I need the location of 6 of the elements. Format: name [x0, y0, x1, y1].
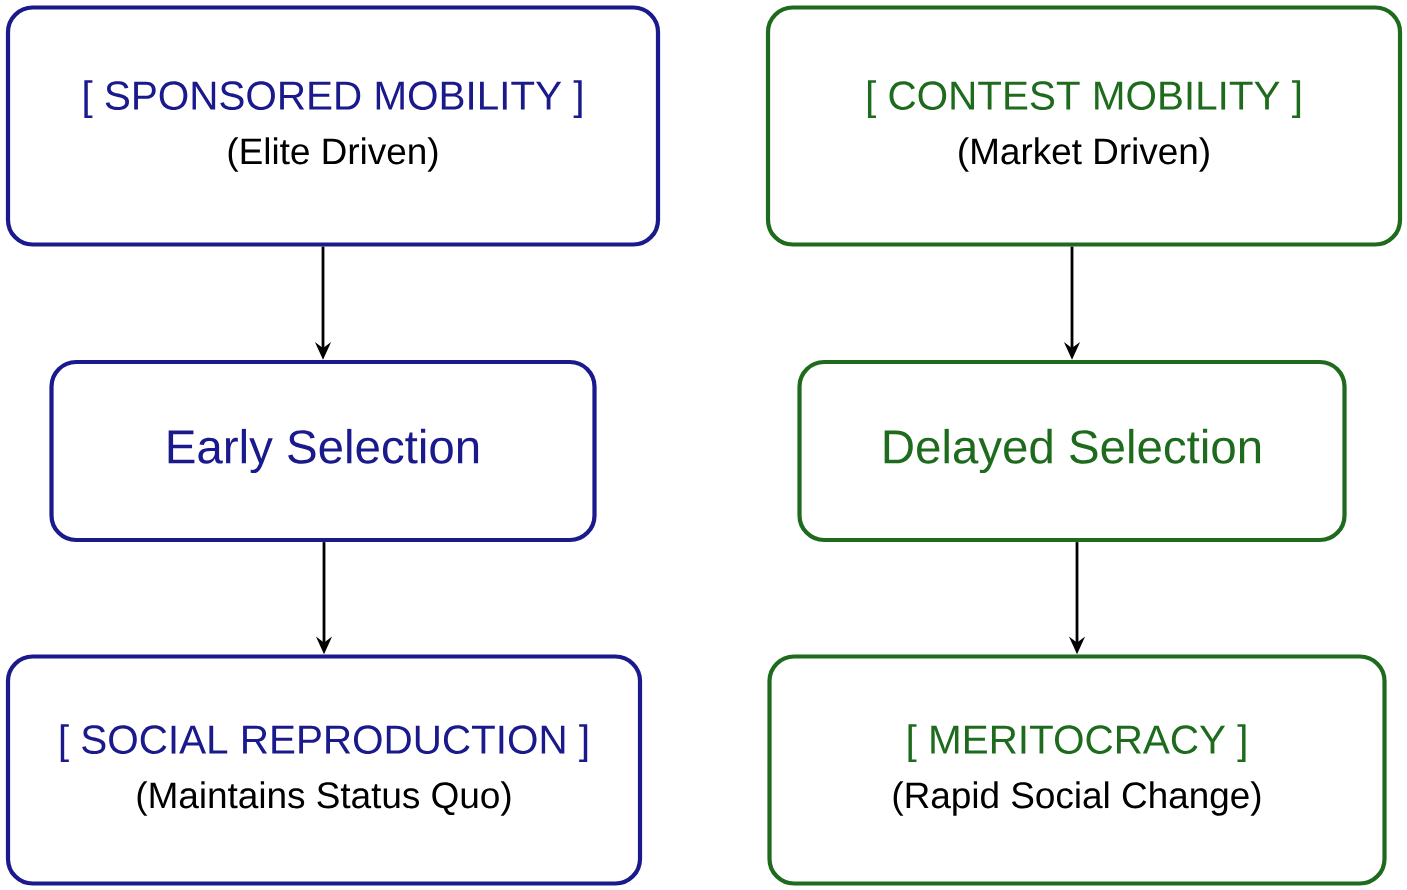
process-box: Early Selection: [49, 359, 597, 543]
process-box: [ SPONSORED MOBILITY ] (Elite Driven): [5, 5, 661, 247]
process-box: [ CONTEST MOBILITY ] (Market Driven): [765, 5, 1403, 247]
process-box: [ SOCIAL REPRODUCTION ] (Maintains Status Quo): [5, 654, 643, 886]
process-box: [ MERITOCRACY ] (Rapid Social Change): [767, 654, 1387, 886]
process-box: Delayed Selection: [797, 359, 1347, 543]
